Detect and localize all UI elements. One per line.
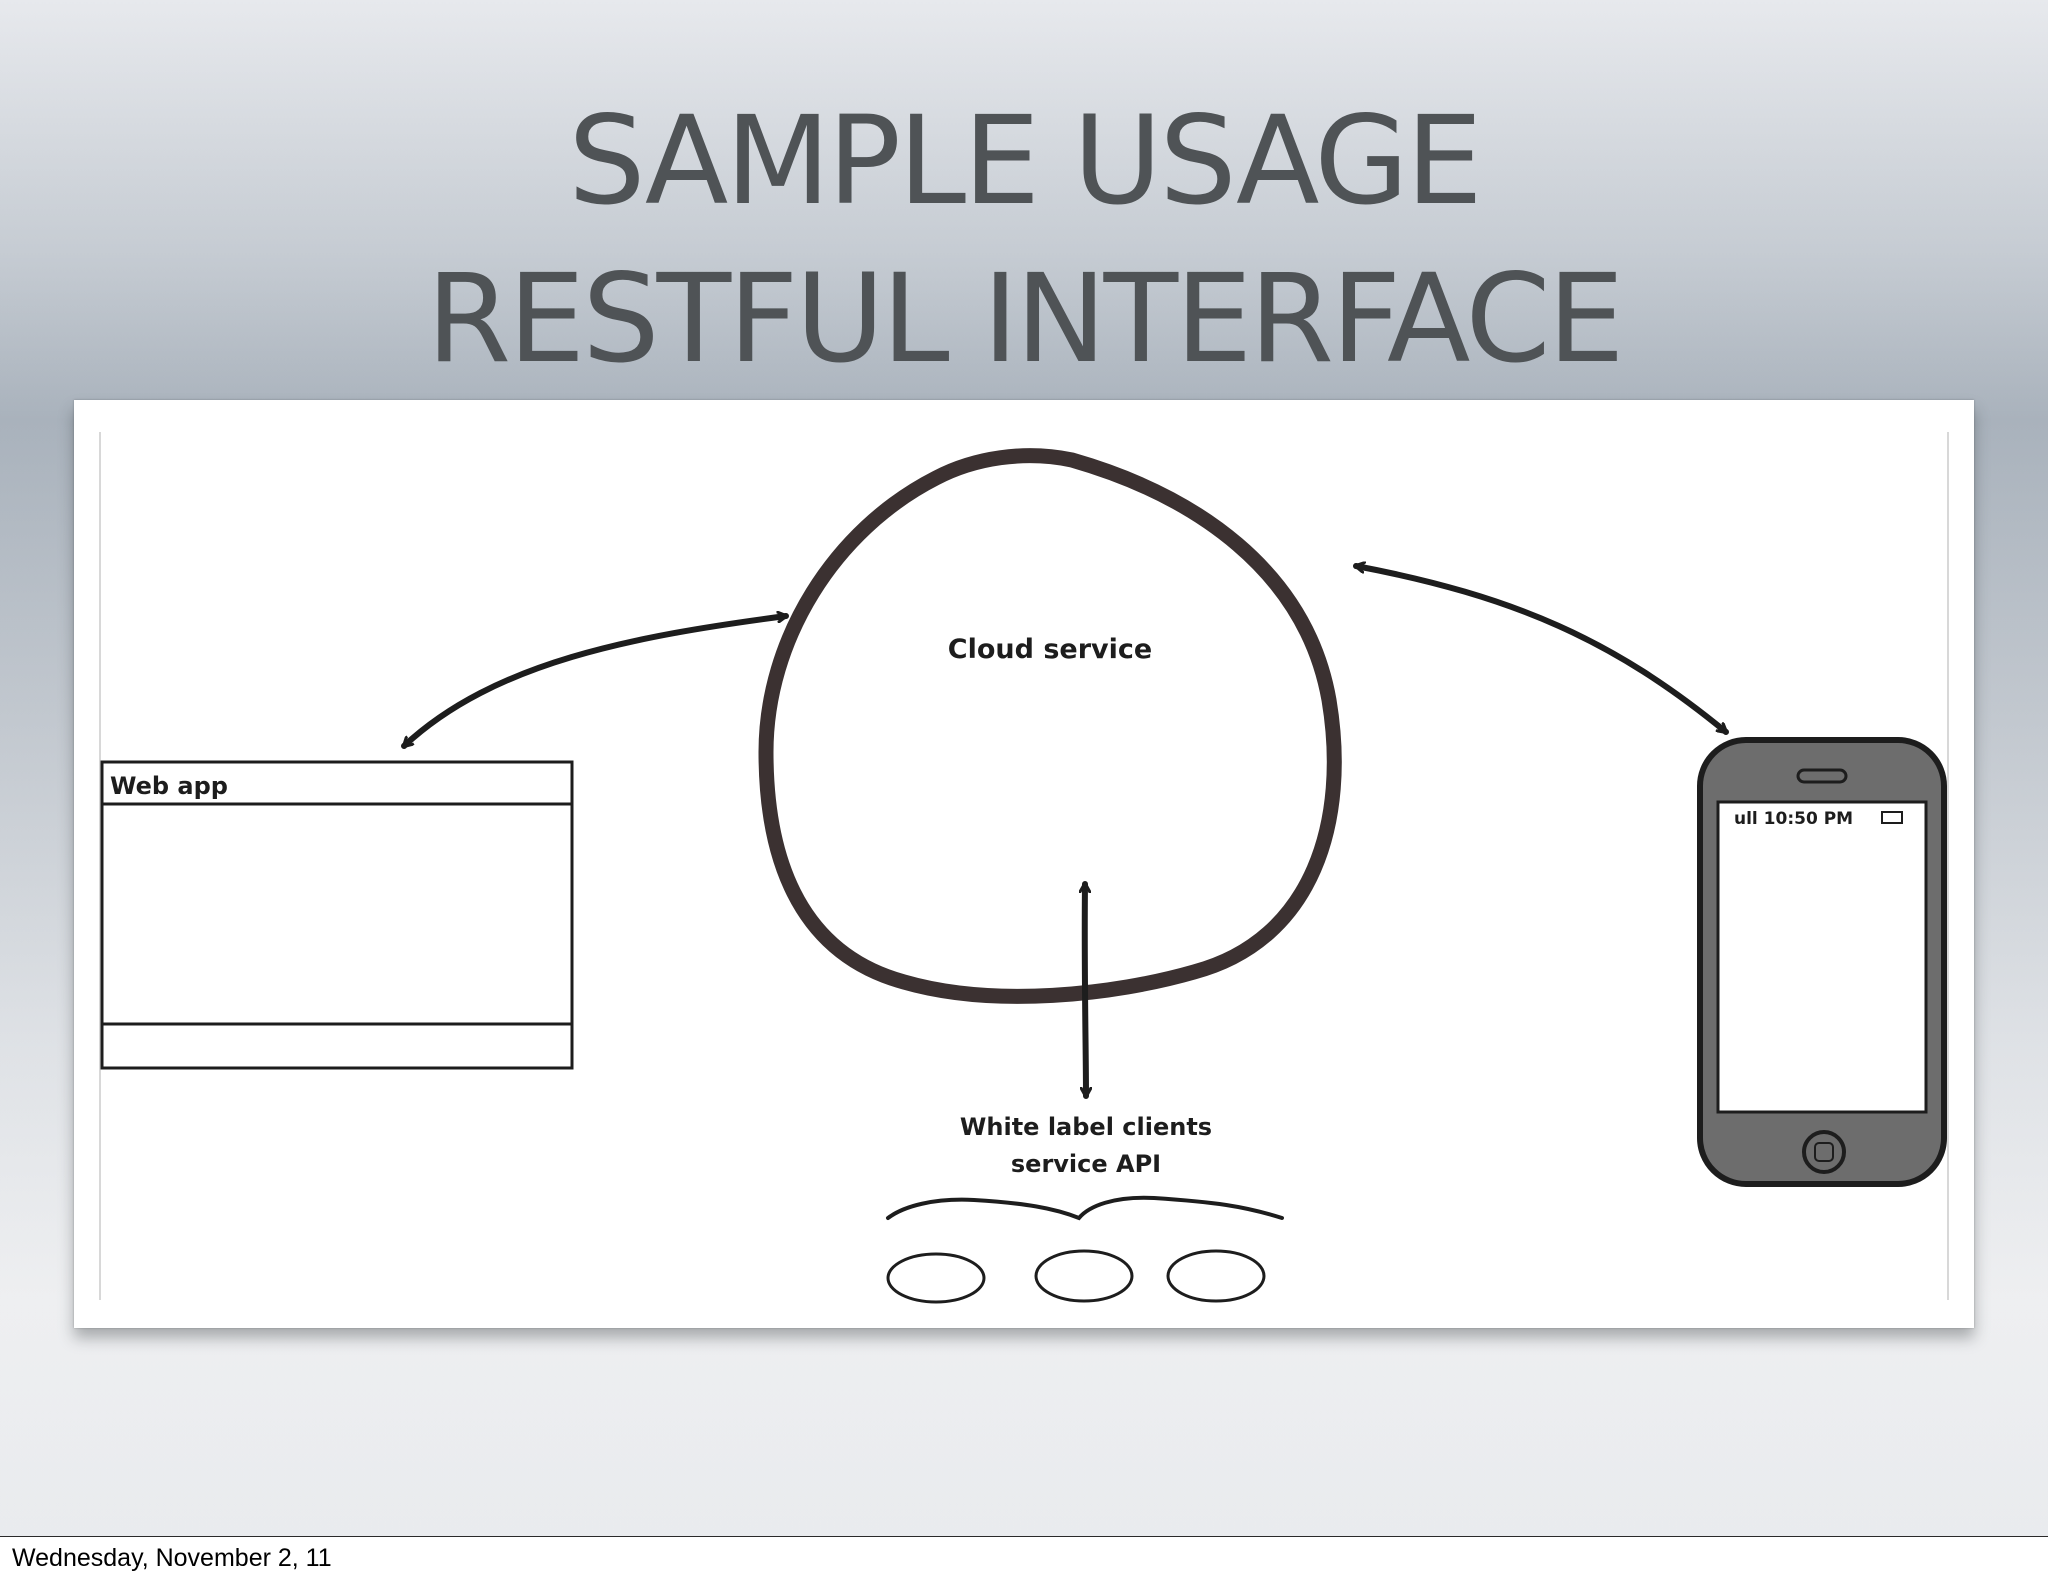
phone-status-text: ull 10:50 PM (1734, 809, 1853, 829)
cloud-service-node: Cloud service (758, 448, 1342, 1004)
footer-date: Wednesday, November 2, 11 (12, 1544, 332, 1572)
clients-label-line-2: service API (1011, 1150, 1161, 1178)
cloud-service-label: Cloud service (948, 634, 1152, 665)
client-ellipse-3 (1166, 1249, 1266, 1303)
web-app-window: Web app (100, 760, 574, 1070)
clients-label-line-1: White label clients (960, 1113, 1212, 1141)
diagram-card: Cloud service Web app ull 10:50 PM Whi (74, 400, 1974, 1328)
slide-title: SAMPLE USAGE RESTFUL INTERFACE (0, 82, 2048, 398)
phone-speaker (1796, 768, 1848, 784)
diagram-canvas: Cloud service Web app ull 10:50 PM Whi (99, 432, 1949, 1304)
phone-home-button (1802, 1130, 1846, 1174)
client-ellipse-1 (886, 1252, 986, 1304)
phone-screen (1716, 800, 1928, 1114)
web-app-label: Web app (110, 772, 228, 800)
phone-battery-icon (1881, 811, 1903, 824)
footer-bar: Wednesday, November 2, 11 (0, 1536, 2048, 1576)
white-label-clients: White label clients service API (886, 1113, 1284, 1304)
arrow-cloud-clients (1085, 881, 1086, 1099)
clients-brace (886, 1195, 1284, 1221)
arrow-cloud-phone (1353, 566, 1729, 735)
arrow-cloud-webapp (401, 616, 789, 749)
phone-home-glyph (1814, 1142, 1834, 1162)
title-line-1: SAMPLE USAGE (568, 90, 1483, 232)
client-ellipse-2 (1034, 1249, 1134, 1303)
title-line-2: RESTFUL INTERFACE (426, 248, 1624, 390)
phone-device: ull 10:50 PM (1697, 737, 1947, 1187)
web-app-frame (100, 760, 574, 1070)
